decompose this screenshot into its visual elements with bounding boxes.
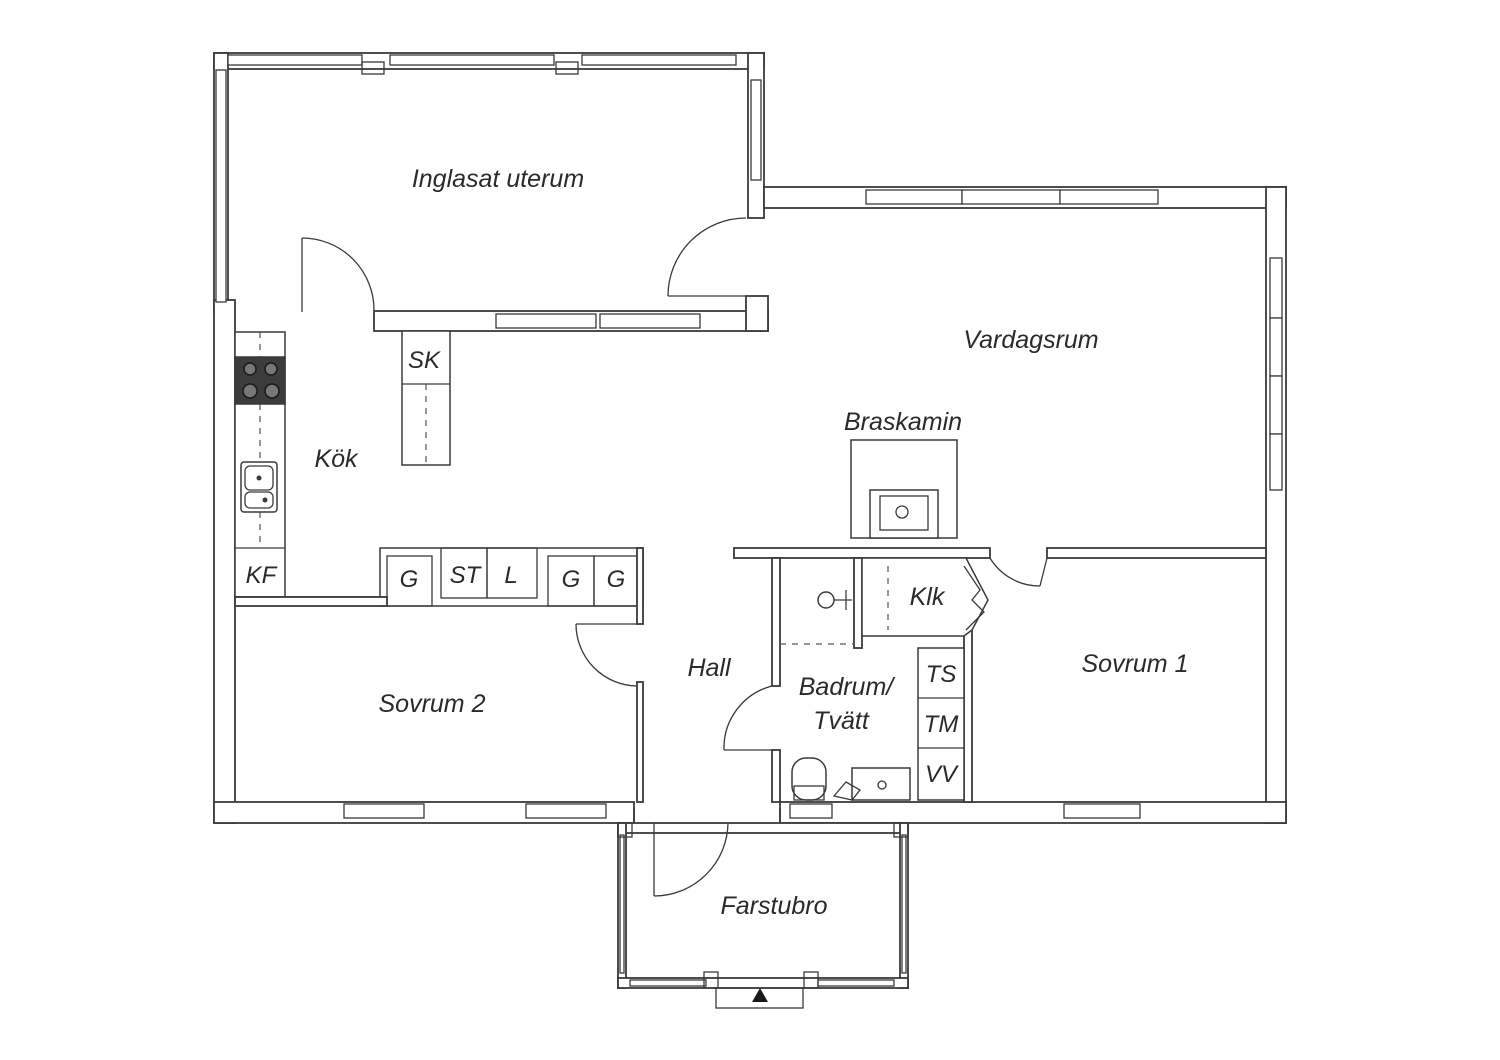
uterum-doors — [301, 217, 747, 312]
closet — [861, 557, 989, 637]
interior-walls — [234, 547, 1267, 803]
sovrum1-door — [989, 557, 1048, 587]
bathroom-door — [723, 685, 773, 751]
label-farstubro: Farstubro — [721, 892, 828, 920]
label-g3: G — [607, 566, 626, 593]
label-g1: G — [400, 566, 419, 593]
bottom-windows — [343, 803, 1141, 819]
label-braskamin: Braskamin — [844, 408, 962, 436]
fireplace — [850, 439, 958, 539]
porch — [617, 808, 909, 1009]
label-ts: TS — [926, 661, 957, 688]
label-uterum: Inglasat uterum — [412, 165, 584, 193]
label-sk: SK — [408, 347, 441, 374]
label-hall: Hall — [687, 654, 732, 682]
kitchen-lower-cabinets — [235, 547, 644, 607]
label-vv: VV — [925, 761, 959, 788]
exterior-walls — [213, 52, 1287, 824]
label-g2: G — [562, 566, 581, 593]
label-klk: Klk — [910, 583, 946, 611]
toilet-icon — [791, 757, 827, 801]
label-tm: TM — [924, 711, 959, 738]
entrance-arrow-icon — [752, 988, 768, 1002]
label-sovrum2: Sovrum 2 — [379, 690, 486, 718]
label-l: L — [504, 562, 517, 589]
label-st: ST — [450, 562, 483, 589]
label-sovrum1: Sovrum 1 — [1082, 650, 1189, 678]
stove — [234, 356, 286, 405]
label-kok: Kök — [314, 445, 359, 473]
living-windows — [865, 189, 1283, 491]
sovrum2-door — [575, 623, 638, 687]
label-vardagsrum: Vardagsrum — [963, 326, 1098, 354]
washbasin-icon — [851, 767, 911, 801]
label-kf: KF — [246, 562, 278, 589]
uterum-windows — [215, 54, 762, 329]
kitchen-counter — [234, 331, 286, 598]
sink-icon — [240, 461, 278, 513]
kitchen-island — [401, 330, 451, 466]
bathroom-fixtures — [780, 590, 965, 801]
label-badrum: Badrum/ — [799, 673, 897, 701]
label-tvatt: Tvätt — [813, 707, 870, 735]
